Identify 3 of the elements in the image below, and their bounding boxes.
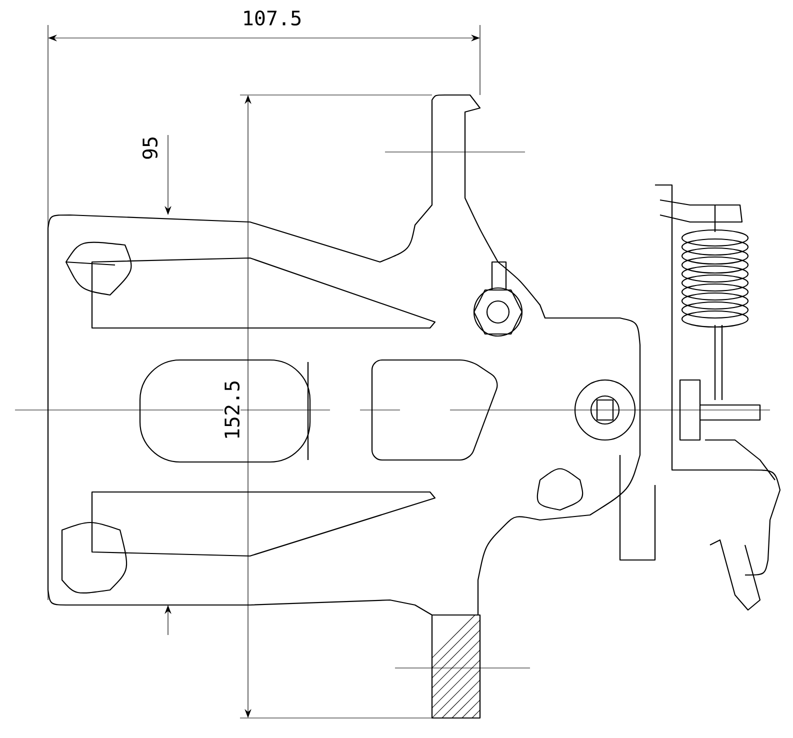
- dimension-label: 107.5: [240, 9, 304, 27]
- dimension-label: 95: [141, 134, 159, 162]
- dimension-label: 152.5: [223, 378, 241, 442]
